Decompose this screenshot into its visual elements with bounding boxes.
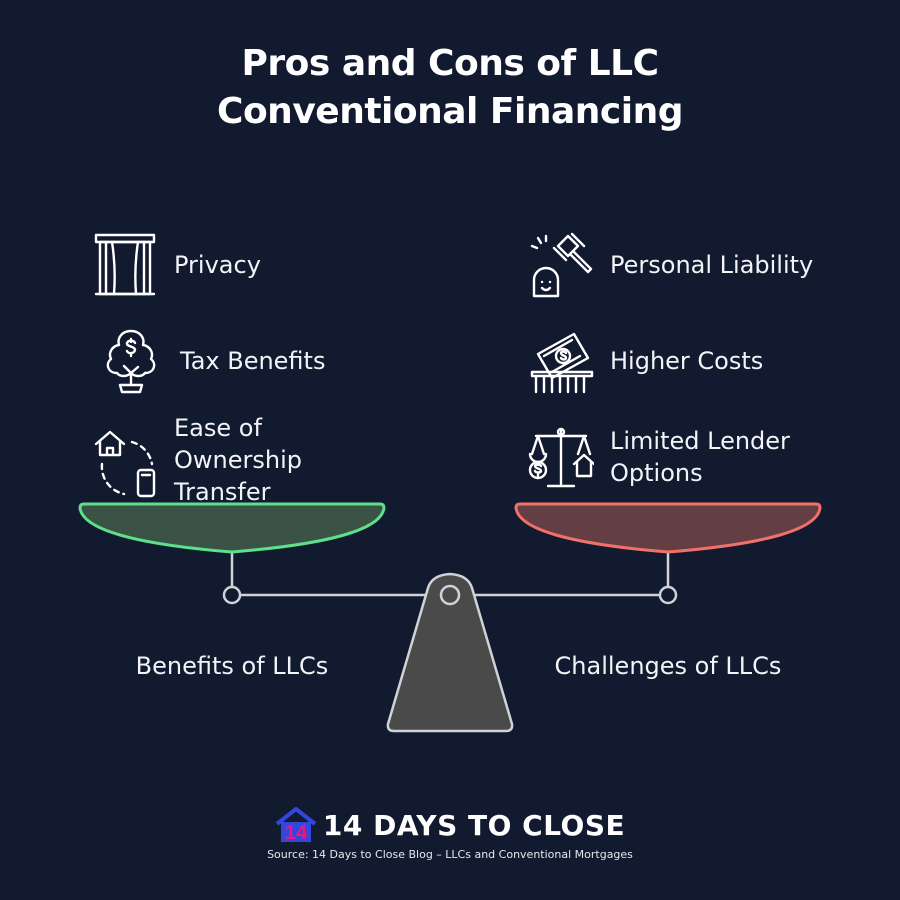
left-pivot: [222, 585, 242, 605]
brand-logo-number: 14: [285, 822, 308, 844]
pro-label-line: Ownership: [174, 446, 302, 474]
house-transfer-icon: [94, 430, 156, 498]
con-label-line: Options: [610, 459, 703, 487]
challenges-label: Challenges of LLCs: [554, 652, 782, 680]
fulcrum: [386, 572, 514, 733]
brand-logo: 14 14 DAYS TO CLOSE: [0, 806, 900, 844]
benefits-label: Benefits of LLCs: [135, 652, 329, 680]
benefits-pan: [78, 502, 386, 554]
source-text: Source: 14 Days to Close Blog – LLCs and…: [267, 848, 633, 861]
con-item-personal-liability: Personal Liability: [528, 232, 813, 298]
scale-money-house-icon: [528, 427, 594, 488]
pro-item-privacy: Privacy: [92, 232, 261, 298]
con-label: Higher Costs: [610, 347, 764, 375]
gavel-icon: [530, 232, 593, 298]
pro-item-ownership-transfer: Ease of Ownership Transfer: [92, 412, 302, 508]
fulcrum-pivot: [439, 584, 461, 606]
page-title: Pros and Cons of LLC Conventional Financ…: [0, 40, 900, 136]
pro-label: Privacy: [174, 251, 261, 279]
pro-label-line: Ease of: [174, 414, 262, 442]
pro-label: Tax Benefits: [180, 347, 326, 375]
pro-label-line: Transfer: [174, 478, 271, 506]
con-item-limited-lender-options: Limited Lender Options: [528, 424, 790, 490]
con-label-multiline: Limited Lender Options: [610, 425, 790, 489]
cash-hand-icon: [530, 332, 594, 394]
con-label-line: Limited Lender: [610, 427, 790, 455]
pro-label-multiline: Ease of Ownership Transfer: [174, 412, 302, 508]
con-label: Personal Liability: [610, 251, 814, 279]
title-line-2: Conventional Financing: [217, 91, 683, 132]
right-pivot: [658, 585, 678, 605]
challenges-pan: [514, 502, 822, 554]
con-item-higher-costs: Higher Costs: [528, 328, 763, 394]
curtains-icon: [94, 233, 156, 296]
pro-item-tax-benefits: Tax Benefits: [98, 328, 325, 394]
brand-name: 14 DAYS TO CLOSE: [322, 808, 626, 842]
money-tree-icon: [106, 329, 156, 394]
title-line-1: Pros and Cons of LLC: [241, 43, 659, 84]
brand-logo-icon: 14: [275, 807, 317, 844]
